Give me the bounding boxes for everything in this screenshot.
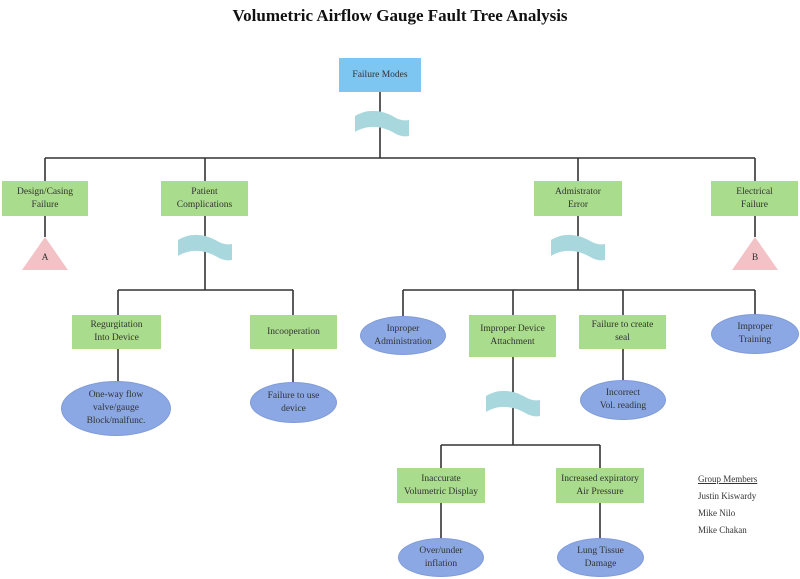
node-label: Design/Casing Failure [17, 186, 73, 210]
group-member: Mike Nilo [698, 508, 736, 518]
node-label: Lung Tissue Damage [577, 545, 624, 569]
diagram-title: Volumetric Airflow Gauge Fault Tree Anal… [232, 6, 568, 25]
node-label: Improper Device Attachment [480, 324, 545, 347]
node-improper-device-attachment[interactable]: Improper Device Attachment [469, 315, 556, 357]
node-electrical-failure[interactable]: Electrical Failure [711, 181, 798, 216]
node-label: Failure to use device [267, 390, 320, 414]
node-administrator-error[interactable]: Admistrator Error [534, 181, 622, 216]
group-members: Group Members Justin Kiswardy Mike Nilo … [698, 471, 757, 539]
node-design-casing-failure[interactable]: Design/Casing Failure [2, 181, 88, 216]
leaf-inproper-administration[interactable]: Inproper Administration [360, 316, 446, 355]
leaf-improper-training[interactable]: Improper Training [711, 314, 799, 354]
gate-admin [551, 234, 605, 261]
group-members-header: Group Members [698, 474, 758, 484]
node-label: Patient Complications [176, 186, 233, 210]
node-failure-modes[interactable]: Failure Modes [339, 58, 421, 92]
node-label: Increased expiratory Air Pressure [561, 473, 639, 497]
transfer-label-b: B [751, 253, 759, 263]
node-regurgitation[interactable]: Regurgitation Into Device [72, 315, 161, 349]
leaf-lung-tissue-damage[interactable]: Lung Tissue Damage [557, 538, 644, 577]
node-increased-expiratory-pressure[interactable]: Increased expiratory Air Pressure [556, 468, 644, 503]
group-member: Justin Kiswardy [698, 491, 757, 501]
node-label: One-way flow valve/gauge Block/malfunc. [86, 390, 146, 426]
node-label: Admistrator Error [555, 186, 601, 210]
leaf-one-way-flow[interactable]: One-way flow valve/gauge Block/malfunc. [61, 381, 171, 436]
node-label: Incooperation [267, 326, 320, 337]
node-label: Failure to create seal [591, 320, 654, 343]
gate-patient [178, 234, 232, 261]
transfer-triangle-b [732, 237, 778, 270]
group-member: Mike Chakan [698, 525, 747, 535]
leaf-incorrect-vol-reading[interactable]: Incorrect Vol. reading [580, 380, 666, 420]
node-label: Inproper Administration [374, 323, 432, 347]
node-incooperation[interactable]: Incooperation [250, 315, 337, 349]
gate-root [355, 110, 409, 137]
transfer-label-a: A [41, 253, 49, 263]
node-label: Inaccurate Volumetric Display [404, 473, 478, 497]
node-failure-to-create-seal[interactable]: Failure to create seal [579, 315, 666, 349]
node-patient-complications[interactable]: Patient Complications [161, 181, 248, 216]
gate-attachment [486, 390, 540, 417]
transfer-triangle-a [22, 237, 68, 270]
node-label: Incorrect Vol. reading [599, 388, 647, 411]
node-label: Regurgitation Into Device [90, 320, 143, 343]
node-label: Failure Modes [352, 69, 408, 80]
leaf-over-under-inflation[interactable]: Over/under inflation [398, 538, 484, 577]
node-label: Improper Training [737, 322, 773, 345]
node-inaccurate-volumetric-display[interactable]: Inaccurate Volumetric Display [397, 468, 485, 503]
leaf-failure-to-use[interactable]: Failure to use device [250, 382, 337, 423]
node-label: Electrical Failure [736, 186, 773, 210]
node-label: Over/under inflation [419, 545, 463, 569]
